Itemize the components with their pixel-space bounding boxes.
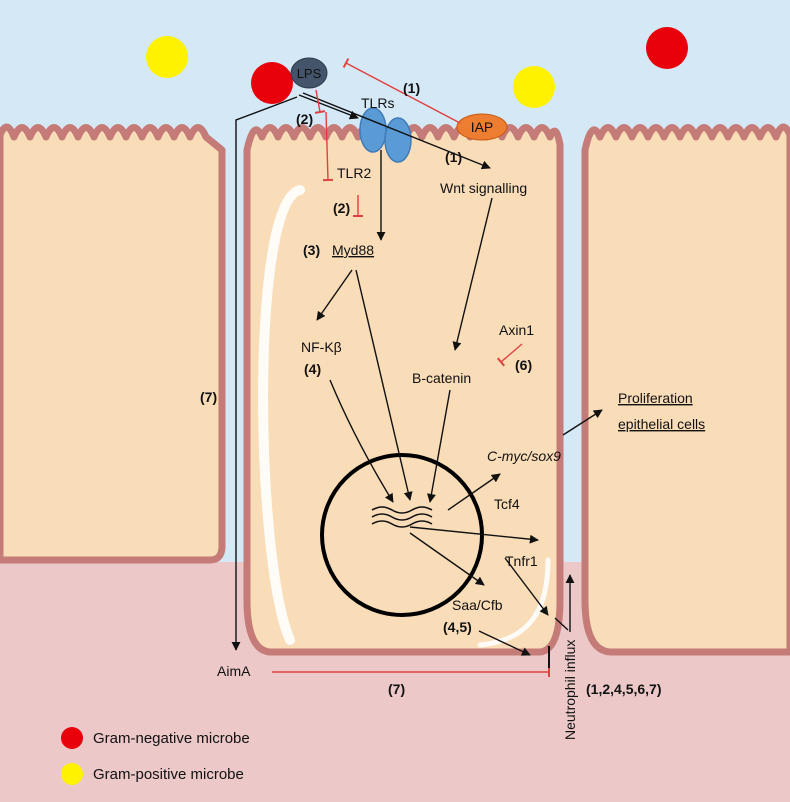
step-4: (4) [304, 361, 321, 377]
step-1-iap: (1) [403, 80, 420, 96]
tnfr1-label: Tnfr1 [505, 553, 538, 569]
neutrophil-influx-label: Neutrophil influx [562, 640, 578, 740]
gram-positive-microbe [513, 66, 555, 108]
cell-highlight-right [477, 557, 551, 648]
epithelial-cell-center[interactable] [243, 124, 564, 656]
step-4-5: (4,5) [443, 619, 472, 635]
step-all: (1,2,4,5,6,7) [586, 681, 662, 697]
proliferation-label: Proliferation [618, 390, 693, 406]
wnt-signalling-label: Wnt signalling [440, 180, 527, 196]
step-2-top: (2) [296, 111, 313, 127]
gram-negative-microbe [251, 62, 293, 104]
saa-cfb-label: Saa/Cfb [452, 597, 503, 613]
neutrophil-inhibition-bar [548, 646, 550, 668]
bcatenin-label: B-catenin [412, 370, 471, 386]
tlr2-label: TLR2 [337, 165, 371, 181]
nfkb-label: NF-Kβ [301, 339, 342, 355]
myd88-label: Myd88 [332, 242, 374, 258]
lps-label: LPS [297, 66, 322, 81]
step-7-bottom: (7) [388, 681, 405, 697]
inhibition-lines [272, 58, 550, 677]
legend: Gram-negative microbe Gram-positive micr… [61, 727, 250, 785]
cell-highlight-left [258, 185, 305, 645]
cmyc-sox9-label: C-myc/sox9 [487, 448, 561, 464]
tcf4-label: Tcf4 [494, 496, 520, 512]
legend-gram-positive-swatch [61, 763, 83, 785]
axin1-label: Axin1 [499, 322, 534, 338]
step-6: (6) [515, 357, 532, 373]
legend-gram-negative-label: Gram-negative microbe [93, 730, 250, 747]
legend-gram-negative-swatch [61, 727, 83, 749]
epithelial-cell-left [0, 123, 226, 564]
aima-label: AimA [217, 663, 251, 679]
tlrs-label: TLRs [361, 95, 394, 111]
dna-strands-icon [371, 506, 433, 528]
step-3: (3) [303, 242, 320, 258]
legend-gram-positive-label: Gram-positive microbe [93, 766, 244, 783]
iap-label: IAP [471, 119, 494, 135]
activation-arrows [231, 92, 603, 656]
lps-molecule [290, 57, 328, 89]
step-7-left: (7) [200, 389, 217, 405]
epithelial-cell-right [581, 123, 790, 656]
step-2-mid: (2) [333, 200, 350, 216]
epithelial-cells-label: epithelial cells [618, 416, 705, 432]
step-1-wnt: (1) [445, 149, 462, 165]
gram-positive-microbe [146, 36, 188, 78]
gram-negative-microbe [646, 27, 688, 69]
iap-enzyme [456, 113, 508, 141]
